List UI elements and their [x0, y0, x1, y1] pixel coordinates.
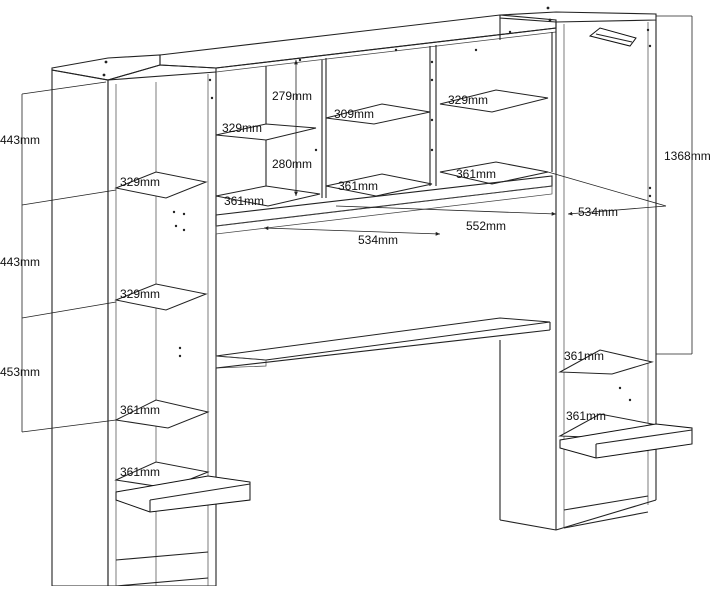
right-depth-label: 534mm — [578, 205, 618, 219]
bridge-height-label-2: 280mm — [272, 157, 312, 171]
dimension-labels: 443mm 443mm 453mm 329mm 329mm 361mm 361m… — [0, 89, 711, 479]
left-shelf-2 — [114, 283, 208, 311]
right-shelf-width-label-2: 361mm — [566, 409, 606, 423]
left-shelf-1 — [114, 171, 208, 199]
left-shelf-width-label-4: 361mm — [120, 465, 160, 479]
right-column-unit — [499, 6, 693, 531]
bridge-height-label-1: 279mm — [272, 89, 312, 103]
bridge-shelf-width-label-3: 329mm — [448, 93, 488, 107]
bridge-depth-label-2: 552mm — [466, 219, 506, 233]
bridge-shelf-width-label-6: 361mm — [456, 167, 496, 181]
left-shelf-width-label-1: 329mm — [120, 175, 160, 189]
bridge-shelf-width-label-1: 329mm — [222, 121, 262, 135]
right-shelf-1 — [558, 349, 654, 375]
left-shelf-width-label-2: 329mm — [120, 287, 160, 301]
bridge-shelf-width-label-5: 361mm — [338, 179, 378, 193]
left-height-label-1: 443mm — [0, 133, 40, 147]
dimension-lines — [21, 15, 693, 433]
bridge-unit — [159, 14, 557, 369]
left-shelf-width-label-3: 361mm — [120, 403, 160, 417]
left-height-label-2: 443mm — [0, 255, 40, 269]
right-shelf-width-label-1: 361mm — [564, 349, 604, 363]
bridge-depth-label-1: 534mm — [358, 233, 398, 247]
left-shelf-4 — [114, 461, 210, 489]
bridge-shelf-width-label-2: 309mm — [334, 107, 374, 121]
right-drawer — [559, 423, 693, 459]
left-shelf-3 — [114, 399, 210, 429]
clothes-rail — [588, 27, 637, 47]
left-column-unit — [51, 54, 251, 587]
bridge-shelf-width-label-4: 361mm — [224, 194, 264, 208]
right-total-height-label: 1368mm — [664, 149, 711, 163]
left-height-label-3: 453mm — [0, 365, 40, 379]
